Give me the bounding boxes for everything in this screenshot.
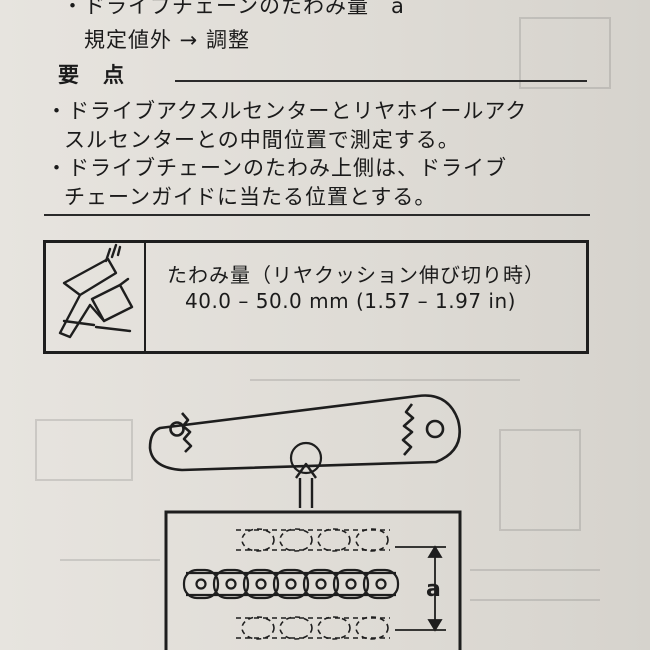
point-1-line-1: ・ドライブアクスルセンターとリヤホイールアク xyxy=(46,99,528,123)
caliper-icon xyxy=(58,243,134,339)
chain-slack-check-line: ・ドライブチェーンのたわみ量 a xyxy=(62,0,405,18)
out-of-spec-adjust-line: 規定値外 → 調整 xyxy=(84,28,250,52)
points-heading: 要点 xyxy=(58,63,148,87)
spec-value: 40.0 – 50.0 mm (1.57 – 1.97 in) xyxy=(185,289,516,313)
point-1-line-2: スルセンターとの中間位置で測定する。 xyxy=(64,128,460,152)
spec-title: たわみ量（リヤクッション伸び切り時） xyxy=(167,263,545,287)
chain-middle-solid xyxy=(182,568,400,600)
spec-box: たわみ量（リヤクッション伸び切り時） 40.0 – 50.0 mm (1.57 … xyxy=(43,240,589,354)
dimension-a-marker xyxy=(395,545,446,632)
chain-lower-dashed xyxy=(236,616,390,640)
rear-axle xyxy=(425,419,445,439)
dimension-a-label: a xyxy=(426,577,441,602)
detail-box xyxy=(164,510,462,650)
measure-point-circle xyxy=(289,441,323,475)
spec-icon-cell xyxy=(46,243,146,351)
front-sprocket-axle xyxy=(169,421,185,437)
chain-loop-overview xyxy=(148,394,461,508)
points-end-rule xyxy=(44,214,590,216)
chain-upper-dashed xyxy=(236,528,390,552)
point-2-line-1: ・ドライブチェーンのたわみ上側は、ドライブ xyxy=(46,156,507,180)
point-2-line-2: チェーンガイドに当たる位置とする。 xyxy=(64,185,437,209)
heading-rule xyxy=(175,80,587,82)
